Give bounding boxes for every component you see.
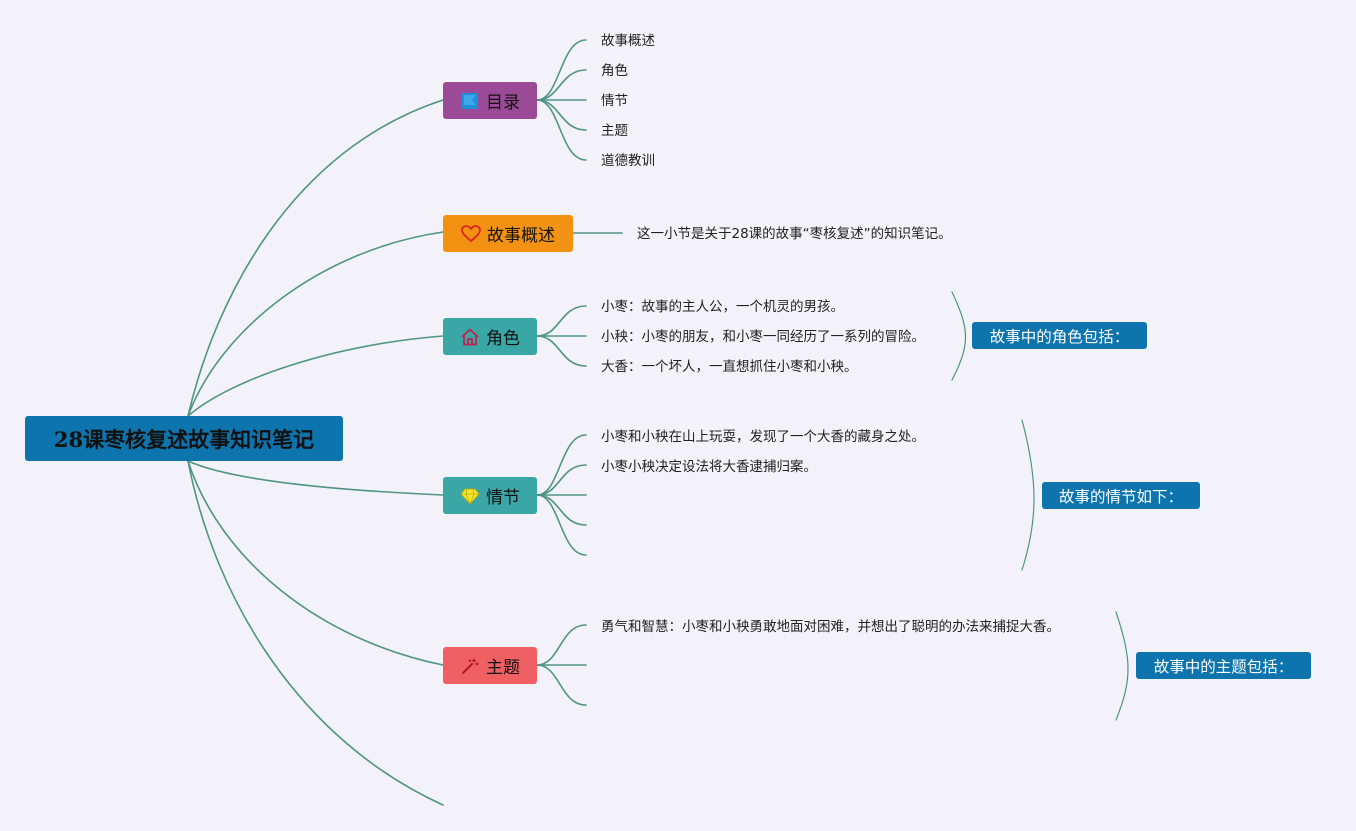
- flag-icon: [460, 91, 480, 111]
- plot-summary[interactable]: 故事的情节如下：: [1042, 482, 1200, 509]
- house-icon: [460, 327, 480, 347]
- toc-item[interactable]: 道德教训: [601, 153, 655, 169]
- toc-item[interactable]: 情节: [601, 93, 628, 109]
- branch-role[interactable]: 角色: [443, 318, 537, 355]
- plot-item[interactable]: 小枣和小秧在山上玩耍，发现了一个大香的藏身之处。: [601, 429, 925, 445]
- branch-plot-label: 情节: [486, 488, 520, 508]
- branch-role-label: 角色: [486, 329, 520, 349]
- connector-root-plot: [187, 460, 444, 496]
- brace-theme: [1115, 611, 1129, 721]
- branch-overview[interactable]: 故事概述: [443, 215, 573, 252]
- branch-overview-label: 故事概述: [487, 226, 555, 246]
- branch-theme-label: 主题: [486, 658, 520, 678]
- overview-item[interactable]: 这一小节是关于28课的故事“枣核复述”的知识笔记。: [637, 226, 952, 242]
- toc-item[interactable]: 角色: [601, 63, 628, 79]
- connector-root-extra: [187, 460, 444, 806]
- connector-root-toc: [187, 99, 444, 417]
- root-topic[interactable]: 28课枣核复述故事知识笔记: [25, 416, 343, 461]
- branch-toc-label: 目录: [486, 93, 520, 113]
- role-item[interactable]: 大香：一个坏人，一直想抓住小枣和小秧。: [601, 359, 858, 375]
- brace-plot: [1021, 419, 1035, 571]
- role-item[interactable]: 小枣：故事的主人公，一个机灵的男孩。: [601, 299, 844, 315]
- heart-icon: [461, 224, 481, 244]
- connector-root-overview: [187, 231, 444, 417]
- theme-item[interactable]: 勇气和智慧：小枣和小秧勇敢地面对困难，并想出了聪明的办法来捕捉大香。: [601, 619, 1060, 635]
- connector-root-role: [187, 335, 444, 417]
- role-item[interactable]: 小秧：小枣的朋友，和小枣一同经历了一系列的冒险。: [601, 329, 925, 345]
- magic-wand-icon: [460, 656, 480, 676]
- brace-role: [951, 291, 967, 381]
- toc-item[interactable]: 主题: [601, 123, 628, 139]
- branch-toc[interactable]: 目录: [443, 82, 537, 119]
- branch-plot[interactable]: 情节: [443, 477, 537, 514]
- branch-theme[interactable]: 主题: [443, 647, 537, 684]
- plot-item[interactable]: 小枣小秧决定设法将大香逮捕归案。: [601, 459, 817, 475]
- diamond-icon: [460, 486, 480, 506]
- connector-root-theme: [187, 460, 444, 666]
- theme-summary[interactable]: 故事中的主题包括：: [1136, 652, 1311, 679]
- toc-item[interactable]: 故事概述: [601, 33, 655, 49]
- role-summary[interactable]: 故事中的角色包括：: [972, 322, 1147, 349]
